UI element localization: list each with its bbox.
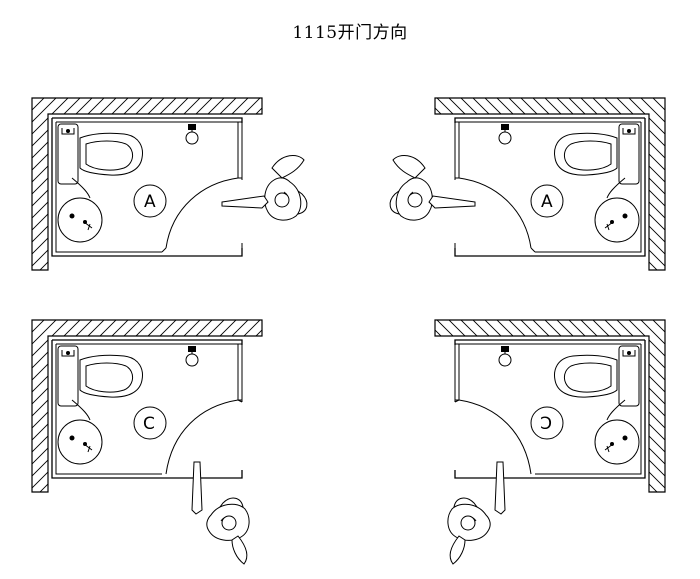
room-label: A xyxy=(541,192,553,212)
plan-top-right: A xyxy=(389,97,666,271)
plan-bottom-left: C xyxy=(31,319,263,565)
room-label: C xyxy=(143,414,155,434)
person-figure xyxy=(447,497,491,541)
person-figure xyxy=(264,177,308,221)
plan-bottom-right: C xyxy=(434,319,666,565)
person-figure xyxy=(389,177,433,221)
room-label: A xyxy=(144,192,156,212)
plan-top-left: A xyxy=(31,97,308,271)
room-label: C xyxy=(540,414,552,434)
diagram-title: 1115开门方向 xyxy=(292,23,408,43)
person-figure xyxy=(206,497,250,541)
